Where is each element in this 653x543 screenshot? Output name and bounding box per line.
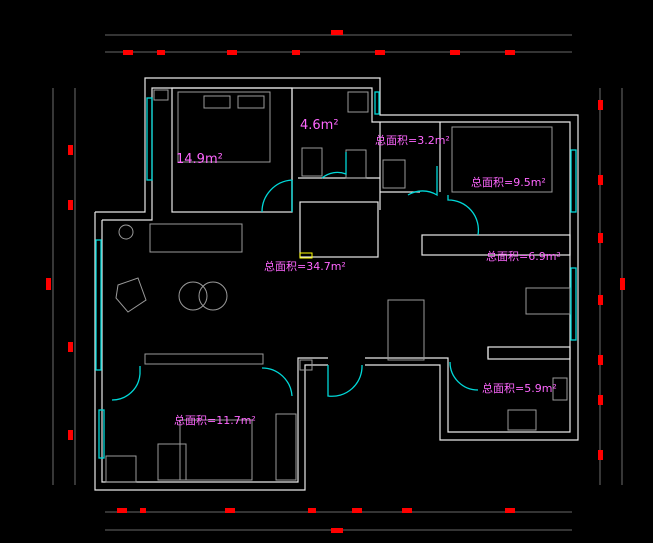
- dimension-lines: [52, 34, 623, 531]
- interior-walls: [171, 87, 571, 360]
- room-label-kitchen: 总面积=5.9m²: [482, 382, 557, 395]
- room-label-bathroom-2: 总面积=3.2m²: [375, 134, 450, 147]
- dimension-markers: [46, 30, 625, 533]
- room-label-living-room: 总面积=34.7m²: [264, 260, 346, 273]
- room-label-bathroom-1: 4.6m²: [300, 118, 339, 133]
- windows: [95, 91, 577, 459]
- room-label-bedroom-3: 总面积=11.7m²: [174, 414, 256, 427]
- room-label-master-bedroom: 14.9m²: [176, 152, 223, 167]
- furniture: [105, 89, 571, 483]
- doors: [111, 152, 480, 401]
- room-label-dining-area: 总面积=6.9m²: [486, 250, 561, 263]
- room-label-bedroom-2: 总面积=9.5m²: [471, 176, 546, 189]
- outer-walls: [94, 77, 579, 491]
